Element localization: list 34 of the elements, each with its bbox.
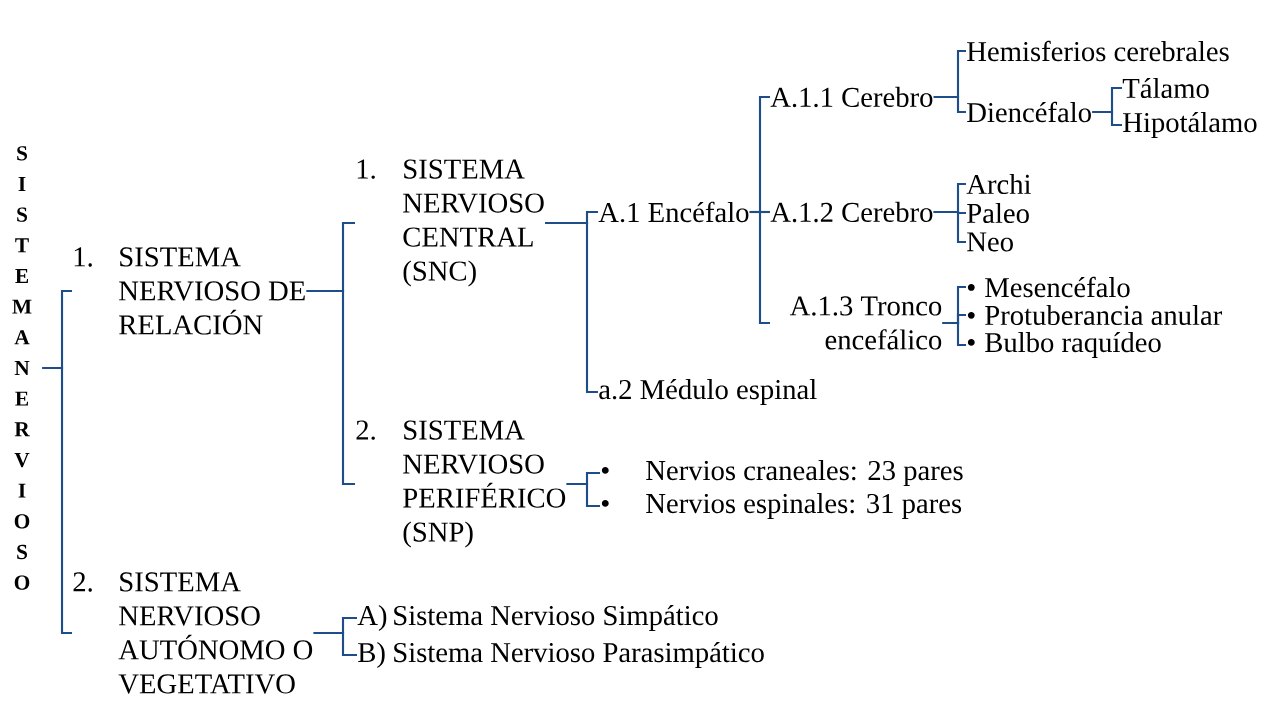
category-label: Diencéfalo [967,101,1091,123]
bracket-connector [313,631,357,657]
bracket-connector [1092,110,1122,127]
category-label: 1. SISTEMA NERVIOSO DE RELACIÓN [74,247,305,335]
bracket-connector [933,210,966,244]
category-label: Archi [966,173,1031,195]
bracket-connector [306,289,355,486]
category-label: A.1.3 Tronco encefálico [789,296,942,350]
bracket-connector [933,95,966,114]
list-item: • Bulbo raquídeo [967,332,1161,358]
bracket-connector [942,321,966,347]
list-item: • Nervios craneales: 23 pares [601,460,963,486]
category-label: Tálamo [1122,77,1209,99]
bracket-connector [566,482,600,508]
category-label: 2. SISTEMA NERVIOSO AUTÓNOMO O VEGETATIVO [73,572,313,694]
category-label: 1. SISTEMA NERVIOSO CENTRAL (SNC) [357,159,544,287]
list-item: • Protuberancia anular [967,304,1222,326]
category-label: A.1.1 Cerebro [770,86,933,108]
category-label: 2. SISTEMA NERVIOSO PERIFÉRICO (SNP) [356,420,566,548]
category-label: Hipotálamo [1123,112,1257,138]
category-label: a.2 Médulo espinal [599,379,817,405]
bracket-connector [42,366,72,635]
category-label: A) Sistema Nervioso Simpático [357,605,718,631]
bracket-connector [749,210,770,325]
category-label: Paleo [967,202,1029,224]
category-label: Neo [967,232,1013,252]
bracket-connector [545,221,598,394]
category-label: A.1 Encéfalo [598,201,749,223]
list-item: • Nervios espinales: 31 pares [601,493,962,519]
list-item: • Mesencéfalo [967,276,1130,298]
category-label: B) Sistema Nervioso Parasimpático [358,642,764,668]
category-label: A.1.2 Cerebro [770,201,933,223]
category-label: Hemisferios cerebrales [967,40,1229,62]
vertical-title: SISTEMA NERVIOSO [12,146,32,590]
